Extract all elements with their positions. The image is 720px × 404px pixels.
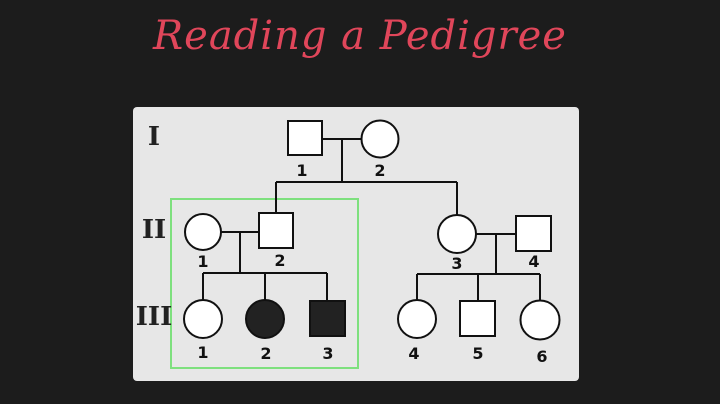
individual-iii-3	[309, 300, 346, 337]
number-ii-3: 3	[451, 254, 462, 273]
individual-ii-2	[258, 212, 294, 249]
generation-label-i: I	[148, 122, 160, 152]
generation-label-ii: II	[142, 215, 166, 245]
individual-iii-4	[397, 299, 437, 339]
number-iii-3: 3	[322, 344, 333, 363]
individual-iii-2	[245, 299, 285, 339]
number-i-1: 1	[296, 161, 307, 180]
generation-label-iii: III	[136, 302, 173, 332]
number-ii-2: 2	[274, 251, 285, 270]
individual-iii-1	[183, 299, 223, 339]
number-ii-4: 4	[528, 252, 539, 271]
number-iii-1: 1	[197, 343, 208, 362]
individual-ii-1	[184, 213, 222, 251]
individual-iii-6	[519, 299, 561, 341]
highlight-box	[170, 198, 359, 369]
number-iii-4: 4	[408, 344, 419, 363]
individual-i-1	[287, 120, 323, 156]
number-iii-2: 2	[260, 344, 271, 363]
number-i-2: 2	[374, 161, 385, 180]
individual-ii-4	[515, 215, 552, 252]
individual-ii-3	[437, 214, 477, 254]
individual-iii-5	[459, 300, 496, 337]
number-iii-5: 5	[472, 344, 483, 363]
page-title: Reading a Pedigree	[153, 13, 567, 59]
individual-i-2	[360, 119, 400, 159]
number-iii-6: 6	[536, 347, 547, 366]
number-ii-1: 1	[197, 252, 208, 271]
